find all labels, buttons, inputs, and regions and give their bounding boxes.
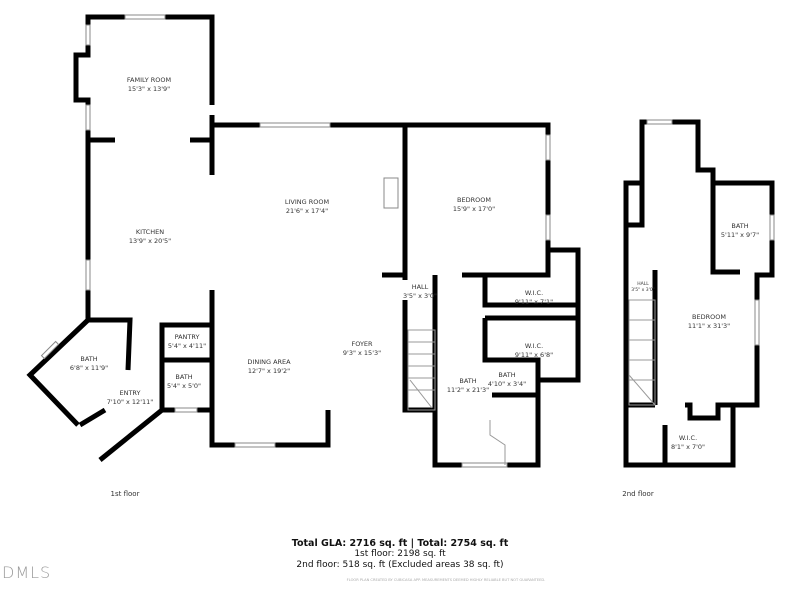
disclaimer: FLOOR PLAN CREATED BY CUBICASA APP. MEAS… (346, 578, 546, 582)
room-wic-1: W.I.C.9'11" x 7'1" (514, 289, 554, 306)
area-totals: Total GLA: 2716 sq. ft | Total: 2754 sq.… (292, 538, 508, 571)
second-floor-walls (623, 119, 775, 468)
total-gla: Total GLA: 2716 sq. ft | Total: 2754 sq.… (291, 538, 509, 549)
floor-label-1st: 1st floor (110, 490, 140, 498)
floor-label-2nd: 2nd floor (622, 490, 654, 498)
room-wic-2: W.I.C.9'11" x 6'8" (514, 342, 554, 359)
shower-outline (489, 420, 506, 465)
room-wic-2nd: W.I.C.8'1" x 7'0" (670, 434, 706, 451)
windows (40, 14, 551, 468)
second-floor-area: 2nd floor: 518 sq. ft (Excluded areas 38… (296, 560, 504, 570)
first-floor-area: 1st floor: 2198 sq. ft (354, 549, 446, 559)
first-floor-stairs (407, 329, 436, 411)
dmls-logo: DMLS (2, 563, 52, 582)
